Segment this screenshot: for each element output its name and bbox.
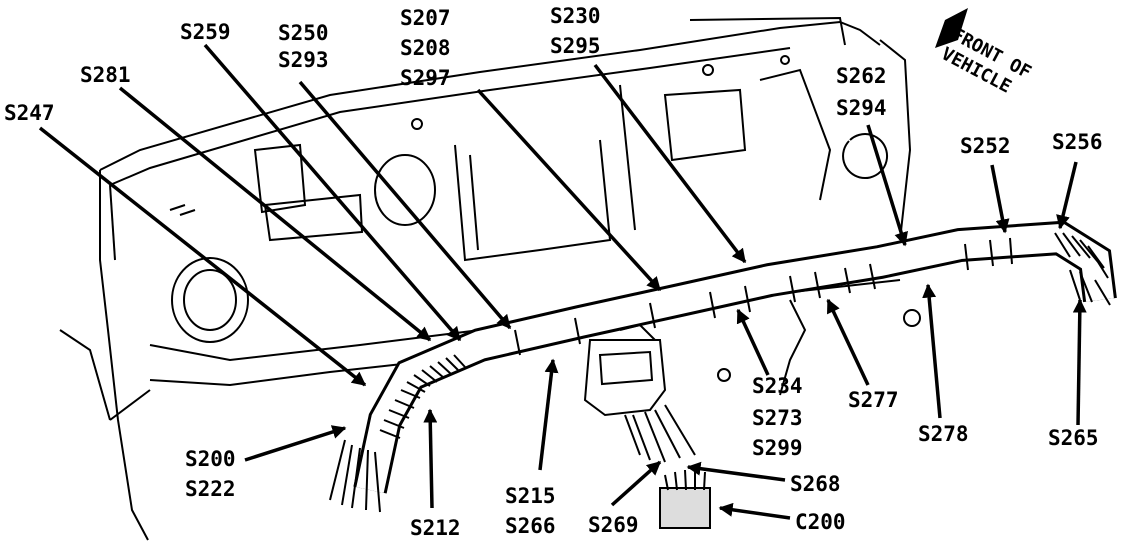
label-s268: S268	[790, 472, 841, 496]
label-s295: S295	[550, 34, 601, 58]
label-s278: S278	[918, 422, 969, 446]
label-s299: S299	[752, 436, 803, 460]
label-s207: S207	[400, 6, 451, 30]
label-s259: S259	[180, 20, 231, 44]
label-s294: S294	[836, 96, 887, 120]
label-c200: C200	[795, 510, 846, 534]
label-s222: S222	[185, 477, 236, 501]
label-s230: S230	[550, 4, 601, 28]
label-s281: S281	[80, 63, 131, 87]
label-s252: S252	[960, 134, 1011, 158]
label-s293: S293	[278, 48, 329, 72]
label-s265: S265	[1048, 426, 1099, 450]
label-s200: S200	[185, 447, 236, 471]
label-s212: S212	[410, 516, 461, 540]
label-s208: S208	[400, 36, 451, 60]
wiring-harness	[329, 220, 1117, 529]
front-arrow-icon	[935, 8, 968, 48]
label-s262: S262	[836, 64, 887, 88]
label-s269: S269	[588, 513, 639, 537]
label-s247: S247	[4, 101, 55, 125]
label-s277: S277	[848, 388, 899, 412]
label-s256: S256	[1052, 130, 1103, 154]
label-s273: S273	[752, 406, 803, 430]
label-s266: S266	[505, 514, 556, 538]
label-s215: S215	[505, 484, 556, 508]
label-s297: S297	[400, 66, 451, 90]
leader-arrows	[38, 43, 1087, 520]
label-s234: S234	[752, 374, 803, 398]
label-s250: S250	[278, 21, 329, 45]
